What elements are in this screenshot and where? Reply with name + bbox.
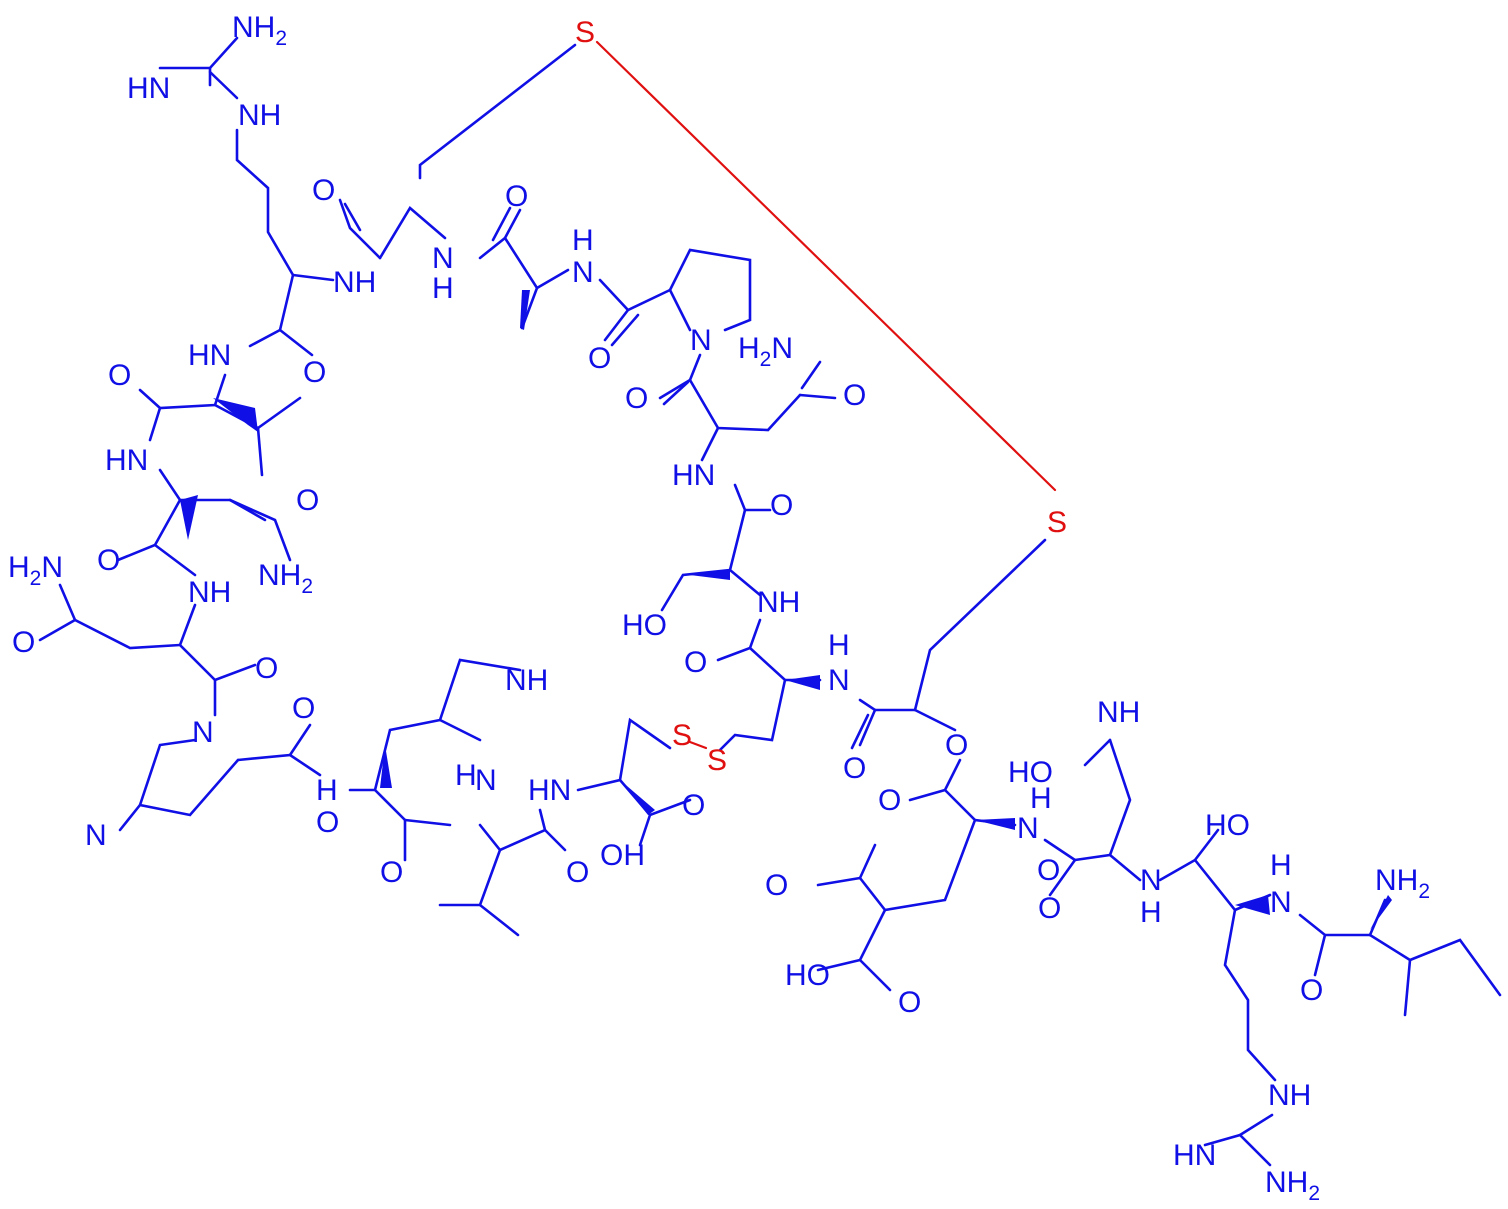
nh2-arg2-g: NH2 (1265, 1166, 1320, 1205)
o-asn-l-co: O (97, 544, 120, 577)
n-hyp: N (192, 716, 214, 749)
nh-asn: NH (188, 576, 231, 609)
nh-arg2-g: NH (1268, 1079, 1311, 1112)
ho-asp: HO (1008, 756, 1053, 789)
o-gla-bot: O (898, 986, 921, 1019)
nh-ser: NH (757, 586, 800, 619)
stereo-wedges (180, 290, 1392, 930)
h-arg2: H (1270, 849, 1292, 882)
h-ala-top: H (432, 272, 454, 305)
hn-asn-r: HN (672, 459, 715, 492)
h2n-asn-r: H2N (738, 332, 793, 371)
sulfur-label-ss2: S (707, 744, 727, 777)
o-val: O (108, 359, 131, 392)
sulfur-label-right: S (1047, 506, 1067, 539)
nh2-asn-l: NH2 (258, 559, 313, 598)
atom-labels: S S S S NH2 HN NH O NH N H O H N HN O O … (8, 11, 1430, 1205)
bond-lines (38, 36, 1502, 1167)
o-cys3-co: NH (1097, 696, 1140, 729)
n-his-ring: N (475, 764, 497, 797)
o-ala: O (505, 180, 528, 213)
h-hyp: O (316, 806, 339, 839)
o-cys-top: O (312, 174, 335, 207)
nh-hyp: H (316, 774, 338, 807)
ho-hyp: N (85, 819, 107, 852)
ho-gla2: HO (785, 959, 830, 992)
oh-cys-free: OH (600, 839, 645, 872)
hn-arg2-g: HN (1173, 1139, 1216, 1172)
sulfur-label-ss1: S (672, 719, 692, 752)
n-cys2: N (828, 664, 850, 697)
hn-asn-l: HN (105, 444, 148, 477)
argtop-hn: HN (127, 72, 170, 105)
hn-val: HN (188, 339, 231, 372)
o-asn-l-side: O (296, 484, 319, 517)
h-asp: H (1140, 896, 1162, 929)
argtop-nh: NH (238, 99, 281, 132)
n-glu: N (1017, 812, 1039, 845)
h-glu: H (1030, 782, 1052, 815)
n-arg2: N (1270, 886, 1292, 919)
o-arg: O (303, 356, 326, 389)
h-cys2: H (828, 629, 850, 662)
nh-his-ring: NH (505, 664, 548, 697)
nh-cys3: O (945, 729, 968, 762)
o-cys2-co: O (684, 646, 707, 679)
o-gla-top: O (878, 784, 901, 817)
n-ala-n: N (572, 256, 594, 289)
disulfide-bond-long (595, 40, 1057, 492)
o-his-link: O (292, 692, 315, 725)
h-his: H (455, 759, 477, 792)
o-val-co: O (566, 856, 589, 889)
o-gln-side: O (12, 626, 35, 659)
o-asp-co: O (1038, 892, 1061, 925)
ho-gla1: O (765, 869, 788, 902)
nh2-ile: NH2 (1375, 864, 1430, 903)
ho-ser: HO (622, 609, 667, 642)
o-glu-co: O (1037, 854, 1060, 887)
hn-cys-free: HN (528, 774, 571, 807)
o-asn-r-side: O (843, 379, 866, 412)
o-hyp-co: O (255, 652, 278, 685)
disulfide-bond-short (688, 740, 708, 750)
h-ala-n: H (572, 224, 594, 257)
nh-arg: NH (333, 266, 376, 299)
o-ile-co: O (1300, 974, 1323, 1007)
h2n-gln: H2N (8, 551, 63, 590)
nh-asp: N (1140, 864, 1162, 897)
o-arg2-co: HO (1205, 809, 1250, 842)
sulfur-label-top: S (575, 16, 595, 49)
o-asn-r-co: O (625, 382, 648, 415)
o-pro-c: O (588, 342, 611, 375)
n-ala-top: N (432, 242, 454, 275)
o-ser-co: O (770, 489, 793, 522)
argtop-nh2: NH2 (232, 11, 287, 50)
o-cys-free: O (682, 789, 705, 822)
o-his-co: O (380, 856, 403, 889)
o-cys3-b: O (843, 752, 866, 785)
n-pro: N (690, 324, 712, 357)
